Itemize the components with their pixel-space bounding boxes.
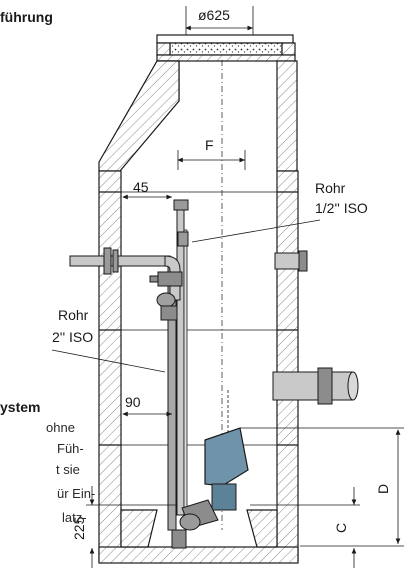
note-line-2: Füh-: [57, 441, 84, 456]
dim-c-label: C: [333, 523, 349, 533]
system-heading-fragment: ystem: [0, 399, 40, 415]
note-line-5: latz-: [62, 510, 87, 525]
label-rohr-half-iso: Rohr 1/2'' ISO: [191, 180, 368, 243]
inlet-sleeve-upper: [274, 250, 308, 272]
dimension-225: 225: [71, 486, 176, 568]
dim-90-label: 90: [125, 394, 141, 410]
description-note: ohne Füh- t sie ür Ein- latz-: [46, 420, 95, 525]
label-rohr-2-iso: Rohr 2'' ISO: [51, 307, 166, 373]
rohr-half-line2: 1/2'' ISO: [315, 200, 368, 216]
manhole-cover: [156, 34, 296, 62]
rohr-2-line2: 2'' ISO: [52, 329, 93, 345]
guide-pipes: [167, 199, 189, 531]
dim-225-label: 225: [71, 516, 87, 540]
dimension-f: F: [177, 137, 246, 170]
shaft-walls: [98, 60, 299, 564]
dimension-c: C: [250, 487, 360, 568]
dimension-90: 90: [122, 394, 172, 417]
dim-f-label: F: [205, 137, 214, 153]
note-line-3: t sie: [56, 462, 80, 477]
floor-benching: [120, 509, 278, 548]
dimension-45: 45: [122, 179, 172, 200]
dimension-d: D: [240, 427, 404, 547]
inlet-pipe-large: [272, 367, 359, 405]
submersible-pump: [171, 427, 249, 549]
rohr-half-line1: Rohr: [315, 180, 346, 196]
dim-diameter-label: ø625: [198, 7, 230, 23]
dim-d-label: D: [375, 484, 391, 494]
discharge-pipe: [69, 247, 183, 321]
dim-45-label: 45: [133, 179, 149, 195]
rohr-2-line1: Rohr: [58, 307, 89, 323]
note-line-1: ohne: [46, 420, 75, 435]
note-line-4: ür Ein-: [57, 486, 95, 501]
dimension-diameter: ø625: [185, 6, 254, 40]
heading-fragment: führung: [0, 9, 53, 25]
